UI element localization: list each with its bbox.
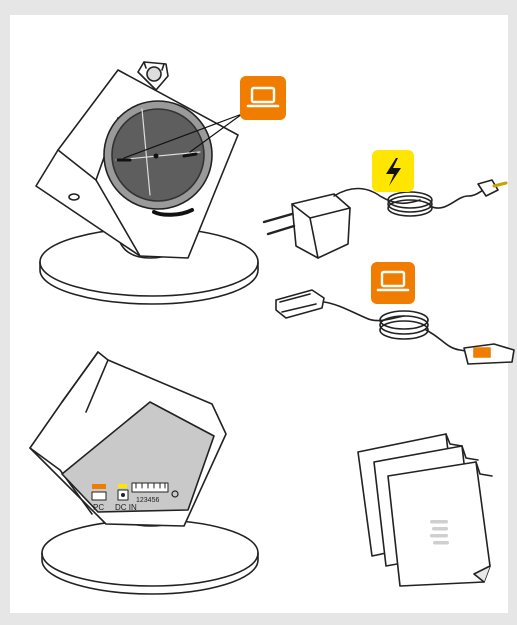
base-station-back [30, 352, 258, 594]
dip-switch [132, 483, 168, 492]
dip-switch-label: 123456 [136, 497, 159, 504]
laptop-icon [240, 76, 286, 120]
psu-prongs [264, 214, 294, 234]
usb-cable-coil [380, 311, 428, 339]
pc-port-label: PC [93, 503, 104, 512]
dc-in-label: DC IN [115, 503, 137, 512]
lightning-icon [372, 150, 414, 192]
psu-cable-coil [388, 192, 432, 216]
dc-in-port [118, 484, 128, 500]
pc-port [92, 484, 106, 500]
dc-jack [478, 180, 498, 196]
manual-front [388, 462, 490, 586]
manual-stack [358, 434, 492, 586]
base-station-front [36, 62, 258, 304]
usb-laptop-icon [371, 262, 415, 304]
back-foot-top [42, 520, 258, 586]
psu-body [292, 194, 350, 258]
